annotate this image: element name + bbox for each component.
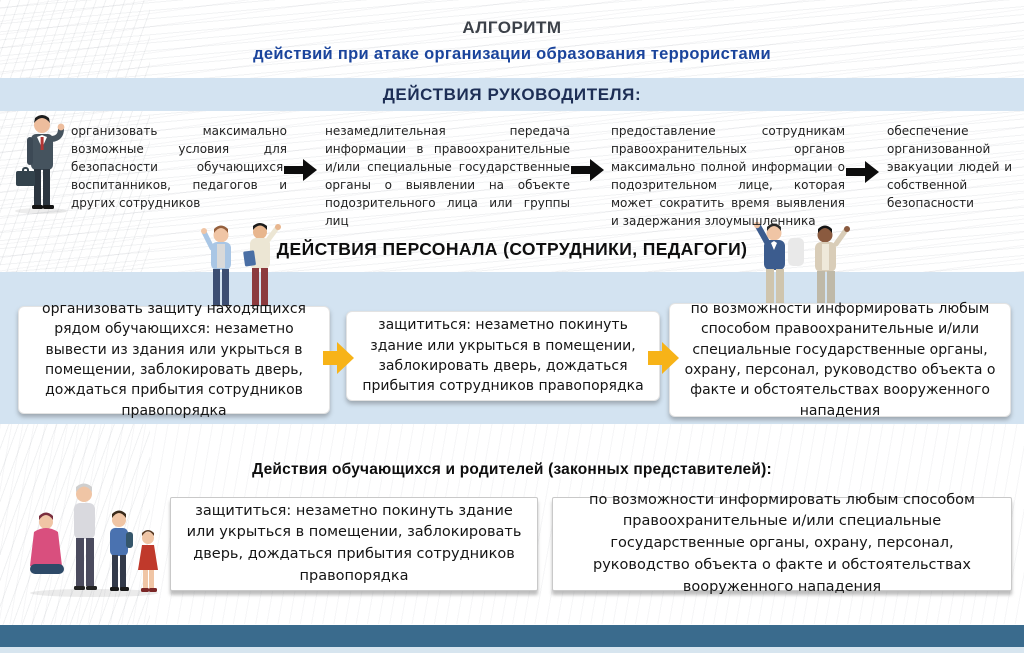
leader-section-title: ДЕЙСТВИЯ РУКОВОДИТЕЛЯ: (382, 85, 642, 104)
arrow-right-icon (648, 340, 679, 380)
students-step-1: защититься: незаметно покинуть здание ил… (170, 497, 538, 591)
staff-section-title: ДЕЙСТВИЯ ПЕРСОНАЛА (СОТРУДНИКИ, ПЕДАГОГИ… (276, 239, 748, 259)
family-illustration (22, 476, 170, 602)
leader-step-2: незамедлительная передача информации в п… (325, 124, 570, 228)
footer-strip (0, 647, 1024, 653)
leader-section-band: ДЕЙСТВИЯ РУКОВОДИТЕЛЯ: (0, 78, 1024, 111)
leader-step-1: организовать максимально возможные услов… (71, 124, 287, 210)
page-header: АЛГОРИТМ действий при атаке организации … (0, 18, 1024, 64)
staff-step-2: защититься: незаметно покинуть здание ил… (346, 311, 660, 401)
arrow-right-icon (323, 340, 354, 380)
students-step-2: по возможности информировать любым спосо… (552, 492, 1012, 595)
page-title: АЛГОРИТМ (462, 18, 562, 37)
footer-band (0, 625, 1024, 647)
staff-step-3: по возможности информировать любым спосо… (669, 301, 1011, 419)
arrow-right-icon (846, 160, 879, 188)
page-subtitle: действий при атаке организации образован… (253, 45, 771, 63)
arrow-right-icon (284, 158, 317, 186)
leader-step-4: обеспечение организованной эвакуации люд… (887, 124, 1012, 210)
students-section-title: Действия обучающихся и родителей (законн… (252, 461, 772, 478)
arrow-right-icon (571, 158, 604, 186)
parents-children-icon (30, 483, 158, 597)
staff-step-1: организовать защиту находящихся рядом об… (18, 301, 330, 419)
businessman-icon (15, 115, 67, 214)
leader-step-3: предоставление сотрудникам правоохраните… (611, 124, 845, 228)
leader-person-illustration (12, 112, 70, 218)
